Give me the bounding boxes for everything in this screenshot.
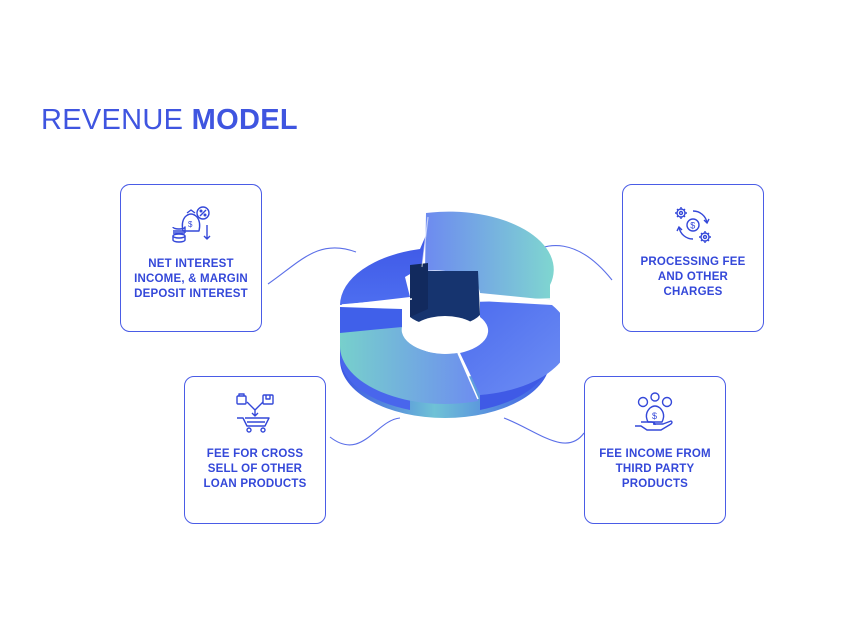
card-label: FEE INCOME FROM THIRD PARTY PRODUCTS	[591, 447, 719, 492]
donut-ring-graphic	[330, 205, 560, 425]
shopping-cart-products-icon	[233, 392, 277, 436]
card-processing-fee: $ PROCESSING FEE AND OTHER CHARGES	[622, 184, 764, 332]
card-third-party: $ FEE INCOME FROM THIRD PARTY PRODUCTS	[584, 376, 726, 524]
card-label: FEE FOR CROSS SELL OF OTHER LOAN PRODUCT…	[191, 447, 319, 492]
svg-text:$: $	[188, 220, 193, 229]
card-label: PROCESSING FEE AND OTHER CHARGES	[629, 255, 757, 300]
card-label: NET INTEREST INCOME, & MARGIN DEPOSIT IN…	[127, 257, 255, 302]
svg-text:$: $	[690, 221, 695, 231]
card-net-interest: $ NET INTEREST INCOME, & MARGIN DEPOSIT …	[120, 184, 262, 332]
ring-inner-wall-left	[410, 263, 428, 317]
ring-hole	[409, 316, 481, 354]
gears-dollar-cycle-icon: $	[671, 203, 715, 247]
card-cross-sell: FEE FOR CROSS SELL OF OTHER LOAN PRODUCT…	[184, 376, 326, 524]
svg-text:$: $	[652, 411, 657, 421]
money-percent-icon: $	[169, 203, 213, 247]
hand-money-bag-icon: $	[633, 392, 677, 436]
